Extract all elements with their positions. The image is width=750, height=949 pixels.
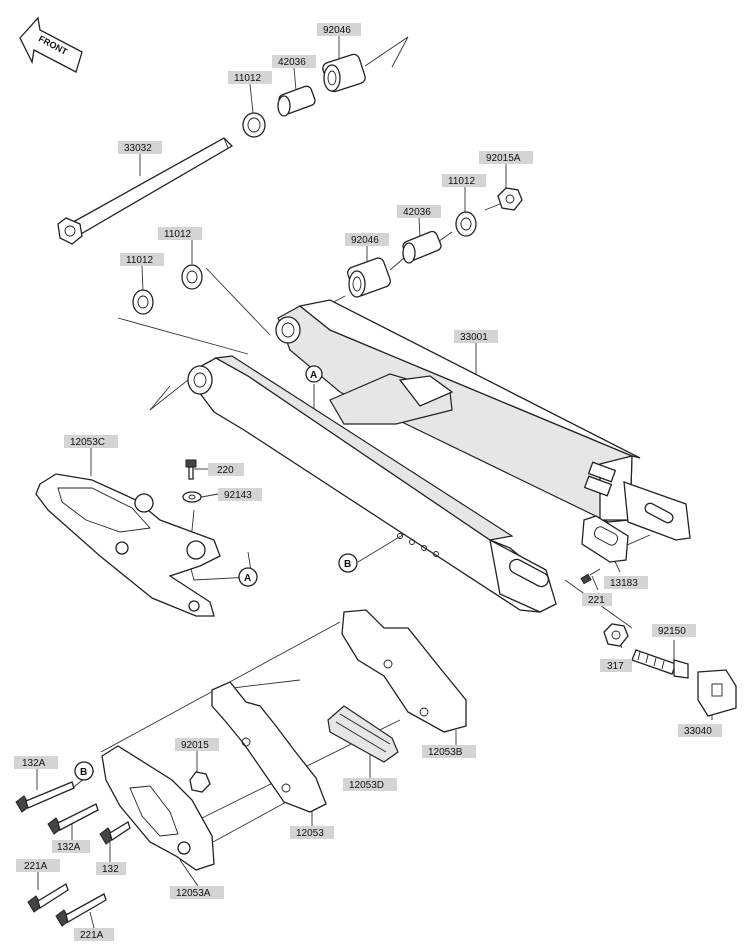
bolt-132a-bottom-icon <box>47 803 99 835</box>
part-label-11012-left-lower[interactable]: 11012 <box>120 253 164 266</box>
part-label-92143[interactable]: 92143 <box>218 488 262 501</box>
svg-text:221A: 221A <box>80 930 104 941</box>
svg-text:13183: 13183 <box>610 578 638 589</box>
swingarm-33001-icon <box>187 299 691 613</box>
part-label-92015a[interactable]: 92015A <box>479 151 533 164</box>
part-label-13183[interactable]: 13183 <box>604 576 648 589</box>
svg-text:33040: 33040 <box>684 726 712 737</box>
callout-a-lower: A <box>238 567 258 587</box>
svg-text:11012: 11012 <box>126 255 154 266</box>
svg-text:12053C: 12053C <box>70 437 105 448</box>
svg-text:42036: 42036 <box>278 57 306 68</box>
nut-92015-icon <box>189 771 211 793</box>
block-33040-icon <box>697 669 737 717</box>
svg-text:220: 220 <box>217 465 234 476</box>
svg-text:92015: 92015 <box>181 740 209 751</box>
svg-text:11012: 11012 <box>448 176 476 187</box>
bolt-132a-top-icon <box>15 781 75 813</box>
bolt-220-icon <box>185 459 197 480</box>
part-label-92046-top[interactable]: 92046 <box>317 23 361 36</box>
part-label-132a-bottom[interactable]: 132A <box>52 840 90 853</box>
part-label-12053[interactable]: 12053 <box>290 826 334 839</box>
bolt-221a-top-icon <box>27 883 69 913</box>
svg-text:92143: 92143 <box>224 490 252 501</box>
bolt-221a-bottom-icon <box>55 893 107 927</box>
svg-text:12053D: 12053D <box>349 780 384 791</box>
svg-text:33032: 33032 <box>124 143 152 154</box>
plate-13183-icon <box>581 515 629 563</box>
part-label-221a-bottom[interactable]: 221A <box>74 928 114 941</box>
part-label-11012-left-upper[interactable]: 11012 <box>158 227 202 240</box>
callout-b-lower: B <box>74 761 94 781</box>
part-label-220[interactable]: 220 <box>208 463 244 476</box>
front-arrow-icon: FRONT <box>19 16 83 73</box>
washer-92143-icon <box>182 491 202 503</box>
nut-92015a-icon <box>497 187 523 211</box>
part-label-132[interactable]: 132 <box>96 862 126 875</box>
seal-11012-mid-icon <box>455 211 477 237</box>
svg-text:B: B <box>80 767 87 778</box>
sleeve-42036-mid-icon <box>402 230 442 264</box>
part-label-11012-mid[interactable]: 11012 <box>442 174 486 187</box>
chain-guide-bracket-12053a-icon <box>101 745 215 871</box>
screw-221-icon <box>580 568 601 585</box>
part-label-92046-mid[interactable]: 92046 <box>345 233 389 246</box>
bolt-132-icon <box>99 821 131 845</box>
part-label-92015[interactable]: 92015 <box>175 738 219 751</box>
chain-slipper-12053c-icon <box>35 473 221 617</box>
part-label-12053c[interactable]: 12053C <box>64 435 118 448</box>
part-label-12053b[interactable]: 12053B <box>422 745 476 758</box>
part-label-42036-top[interactable]: 42036 <box>272 55 316 68</box>
svg-text:132: 132 <box>102 864 119 875</box>
part-label-42036-mid[interactable]: 42036 <box>397 205 441 218</box>
part-label-221[interactable]: 221 <box>582 593 612 606</box>
part-label-11012-top[interactable]: 11012 <box>228 71 272 84</box>
svg-text:92015A: 92015A <box>486 153 521 164</box>
part-label-221a-top[interactable]: 221A <box>16 859 60 872</box>
seal-11012-top-icon <box>242 112 266 138</box>
seal-11012-left-lower-icon <box>132 289 154 315</box>
svg-text:11012: 11012 <box>234 73 262 84</box>
svg-text:A: A <box>310 370 317 381</box>
svg-text:A: A <box>244 573 251 584</box>
nut-317-icon <box>603 623 629 647</box>
svg-text:132A: 132A <box>22 758 46 769</box>
part-label-33040[interactable]: 33040 <box>678 724 722 737</box>
svg-text:42036: 42036 <box>403 207 431 218</box>
svg-text:12053A: 12053A <box>176 888 211 899</box>
part-label-92150[interactable]: 92150 <box>652 624 696 637</box>
chain-guide-12053d-icon <box>327 705 399 763</box>
part-label-317[interactable]: 317 <box>600 659 632 672</box>
seal-11012-left-upper-icon <box>181 264 203 290</box>
svg-text:12053: 12053 <box>296 828 324 839</box>
svg-text:221A: 221A <box>24 861 48 872</box>
adjuster-bolt-92150-icon <box>631 649 689 679</box>
svg-text:92150: 92150 <box>658 626 686 637</box>
svg-text:33001: 33001 <box>460 332 488 343</box>
part-label-33032[interactable]: 33032 <box>118 141 162 154</box>
callout-a-upper: A <box>305 365 323 383</box>
collar-92046-top-icon <box>322 53 366 93</box>
part-label-33001[interactable]: 33001 <box>454 330 498 343</box>
svg-text:221: 221 <box>588 595 605 606</box>
sleeve-42036-top-icon <box>277 85 316 117</box>
collar-92046-mid-icon <box>347 257 391 298</box>
svg-text:11012: 11012 <box>164 229 192 240</box>
svg-text:B: B <box>344 559 351 570</box>
chain-guide-12053b-icon <box>341 609 467 733</box>
svg-text:317: 317 <box>607 661 624 672</box>
part-label-12053d[interactable]: 12053D <box>343 778 397 791</box>
part-label-132a-top[interactable]: 132A <box>14 756 58 769</box>
svg-text:92046: 92046 <box>323 25 351 36</box>
pivot-shaft-33032-icon <box>57 137 234 245</box>
callout-b-upper: B <box>338 553 358 573</box>
svg-text:132A: 132A <box>57 842 81 853</box>
svg-text:12053B: 12053B <box>428 747 463 758</box>
part-label-12053a[interactable]: 12053A <box>170 886 224 899</box>
svg-text:92046: 92046 <box>351 235 379 246</box>
chain-guide-12053-icon <box>211 681 327 813</box>
